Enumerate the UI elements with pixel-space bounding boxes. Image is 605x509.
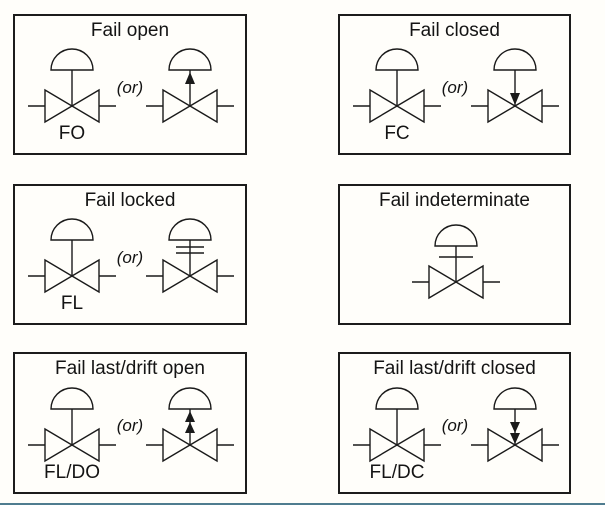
page-margin-below-divider xyxy=(0,505,605,509)
panel-title: Fail open xyxy=(90,20,170,41)
failure-abbreviation: FC xyxy=(384,123,410,144)
or-label: (or) xyxy=(116,416,144,435)
panel-title: Fail indeterminate xyxy=(378,190,531,211)
or-label: (or) xyxy=(441,78,469,97)
panel-title: Fail locked xyxy=(84,190,176,211)
fail-indeterminate-panel: Fail indeterminate xyxy=(338,184,571,325)
valve-symbol-drawing xyxy=(340,186,569,323)
failure-abbreviation: FO xyxy=(58,123,86,144)
or-label: (or) xyxy=(116,248,144,267)
failure-abbreviation: FL/DO xyxy=(44,462,100,483)
fail-closed-panel: Fail closed (or) FC xyxy=(338,14,571,155)
or-label: (or) xyxy=(116,78,144,97)
failure-abbreviation: FL xyxy=(60,293,84,314)
section-divider-line xyxy=(0,503,605,505)
panel-title: Fail last/drift open xyxy=(55,358,205,379)
fail-open-panel: Fail open (or) FO xyxy=(13,14,247,155)
fail-last-drift-open-panel: Fail last/drift open (or) FL/DO xyxy=(13,352,247,494)
failure-abbreviation: FL/DC xyxy=(369,462,425,483)
panel-title: Fail closed xyxy=(409,20,500,41)
or-label: (or) xyxy=(441,416,469,435)
panel-title: Fail last/drift closed xyxy=(373,358,536,379)
valve-indeterminate-crossbar-icon xyxy=(412,225,500,298)
fail-last-drift-closed-panel: Fail last/drift closed (or) FL/DC xyxy=(338,352,571,494)
fail-locked-panel: Fail locked (or) FL xyxy=(13,184,247,325)
